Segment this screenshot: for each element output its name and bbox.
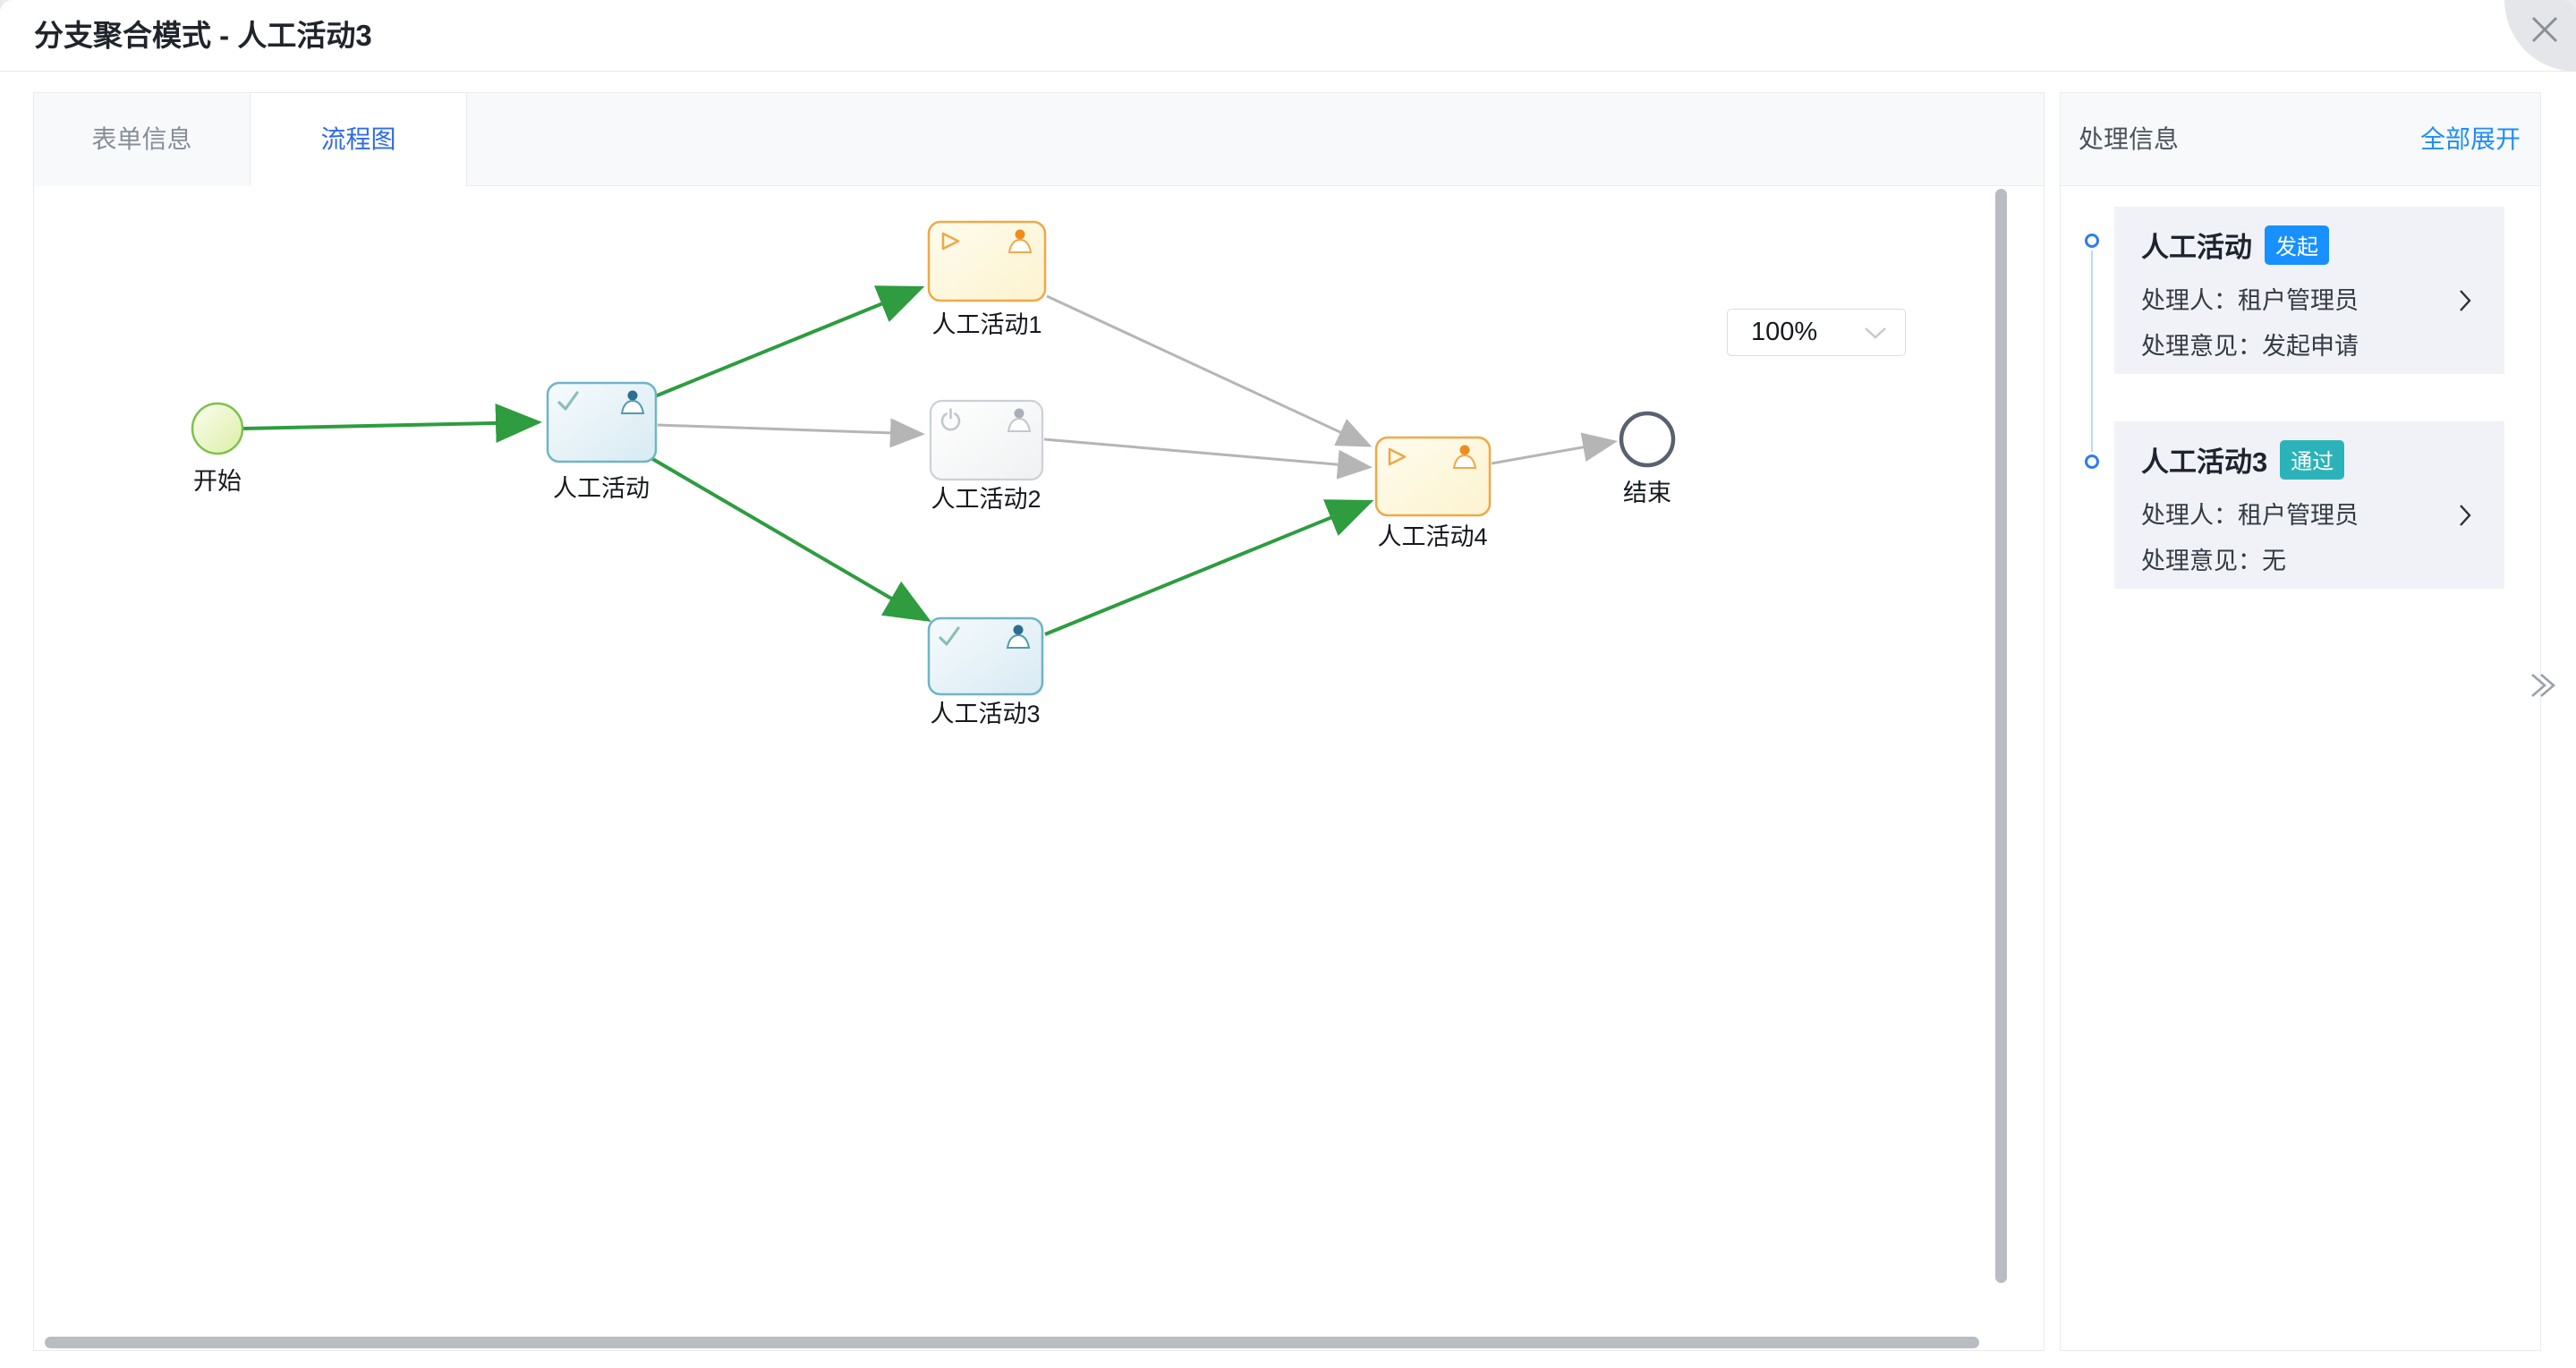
opinion-row: 处理意见：无: [2141, 546, 2478, 576]
handler-label: 处理人：: [2141, 502, 2238, 529]
power-icon: [940, 408, 961, 431]
tab-strip: 表单信息 流程图: [34, 93, 2044, 187]
node-activity2[interactable]: 人工活动2: [929, 399, 1044, 513]
panel-header: 处理信息 全部展开: [2061, 93, 2540, 186]
node-end-label: 结束: [1623, 480, 1671, 506]
node-activity1[interactable]: 人工活动1: [927, 220, 1047, 338]
node-activity4-label: 人工活动4: [1377, 523, 1487, 550]
tab-flow-chart[interactable]: 流程图: [251, 93, 467, 187]
close-icon[interactable]: [2528, 13, 2562, 47]
collapse-panel-icon[interactable]: [2521, 666, 2561, 705]
edge-activity-activity1: [654, 285, 925, 398]
user-icon: [1006, 625, 1031, 649]
process-diagram: 开始 人工活动: [191, 220, 1676, 727]
chevron-right-icon[interactable]: [2458, 503, 2472, 528]
check-icon: [939, 626, 960, 646]
handler-row: 处理人：租户管理员: [2141, 500, 2478, 531]
node-start[interactable]: 开始: [191, 402, 244, 495]
entry-node-title: 人工活动3: [2141, 446, 2268, 478]
process-entry-card: 人工活动发起 处理人：租户管理员 处理意见：发起申请: [2114, 207, 2504, 374]
handler-row: 处理人：租户管理员: [2141, 285, 2478, 316]
processing-info-panel: 处理信息 全部展开 人工活动发起 处理人：租户管理员 处理意见：发起申请 人工活…: [2060, 92, 2541, 1351]
node-activity2-label: 人工活动2: [931, 486, 1041, 513]
opinion-label: 处理意见：: [2141, 548, 2262, 574]
node-activity3-label: 人工活动3: [930, 701, 1040, 727]
panel-title: 处理信息: [2079, 125, 2180, 153]
expand-all-link[interactable]: 全部展开: [2419, 125, 2521, 153]
chevron-down-icon: [1865, 327, 1886, 339]
opinion-value: 无: [2262, 548, 2286, 574]
tab-form-info[interactable]: 表单信息: [34, 93, 251, 186]
node-activity[interactable]: 人工活动: [546, 381, 658, 502]
user-icon: [620, 390, 645, 414]
node-activity4[interactable]: 人工活动4: [1374, 436, 1492, 550]
chevron-right-icon[interactable]: [2458, 288, 2472, 313]
edge-activity4-end: [1491, 432, 1618, 465]
edge-activity-activity3: [648, 455, 931, 623]
user-icon: [1007, 408, 1032, 432]
opinion-value: 发起申请: [2262, 333, 2359, 360]
timeline-line: [2091, 251, 2093, 452]
edge-activity-activity2: [657, 418, 925, 448]
node-activity3[interactable]: 人工活动3: [927, 616, 1044, 727]
node-start-label: 开始: [193, 468, 242, 495]
diagram-panel: 表单信息 流程图: [33, 92, 2045, 1351]
handler-value: 租户管理员: [2238, 502, 2359, 529]
opinion-row: 处理意见：发起申请: [2141, 331, 2478, 361]
edge-start-activity: [242, 403, 542, 443]
horizontal-scrollbar[interactable]: [45, 1337, 1979, 1348]
edge-activity2-activity4: [1043, 438, 1373, 480]
node-activity1-label: 人工活动1: [931, 311, 1041, 338]
timeline-dot: [2085, 234, 2099, 248]
user-icon: [1007, 229, 1033, 253]
check-icon: [557, 391, 579, 411]
zoom-level-select[interactable]: 100%: [1727, 309, 1906, 356]
handler-label: 处理人：: [2141, 287, 2238, 314]
timeline-dot: [2085, 455, 2099, 469]
zoom-level-value: 100%: [1751, 318, 1818, 346]
node-activity-label: 人工活动: [553, 475, 650, 502]
user-icon: [1452, 445, 1477, 469]
process-entry-card: 人工活动3 通过 处理人：租户管理员 处理意见：无: [2114, 421, 2504, 589]
play-icon: [941, 232, 960, 251]
status-badge: 发起: [2265, 225, 2329, 265]
edge-activity3-activity4: [1044, 499, 1374, 636]
opinion-label: 处理意见：: [2141, 333, 2262, 360]
handler-value: 租户管理员: [2238, 287, 2359, 314]
vertical-scrollbar[interactable]: [1995, 189, 2007, 1283]
modal-title: 分支聚合模式 - 人工活动3: [34, 19, 372, 52]
entry-node-title: 人工活动: [2141, 232, 2252, 263]
status-badge: 通过: [2280, 439, 2345, 480]
edge-activity1-activity4: [1046, 294, 1373, 447]
play-icon: [1388, 447, 1407, 466]
diagram-canvas[interactable]: 开始 人工活动: [34, 187, 2044, 1350]
node-end[interactable]: 结束: [1619, 411, 1676, 506]
title-bar: 分支聚合模式 - 人工活动3: [0, 0, 2576, 72]
